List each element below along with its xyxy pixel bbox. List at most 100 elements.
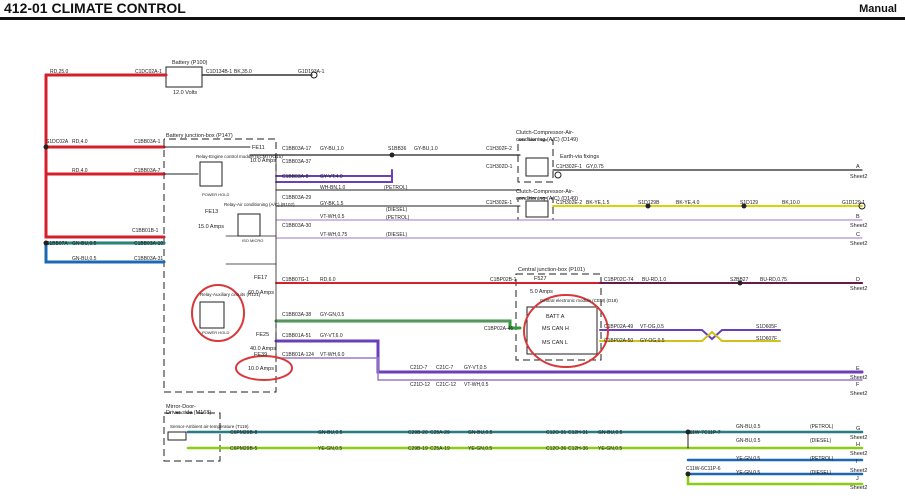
highlight-fe39 <box>235 355 293 381</box>
bjb-internal-feed <box>163 146 251 175</box>
ground-clutch-earth <box>554 171 562 179</box>
wire-label-bk35: BK,35.0 <box>234 69 252 75</box>
wire-label-yegn05e: YE-GN,0.5 <box>736 470 760 476</box>
label-relay-engine: Relay-Engine control module (ECM) (R115) <box>196 154 283 159</box>
conn-s1d605f: S1D605F <box>756 324 777 330</box>
label-ms-can-h: MS CAN H <box>542 326 569 332</box>
label-relay-aux: Relay-Auxiliary circuits (R121) <box>200 292 261 297</box>
ground-g1d129 <box>858 202 866 210</box>
conn-c6pm29b8: C6PM29B-8 <box>230 430 257 436</box>
conn-c11p6: C11P-6 <box>704 466 721 472</box>
conn-c1bb03a1: C1BB03A-1 <box>134 139 161 145</box>
wire-gnbu-left <box>44 241 166 264</box>
wire-label-gyvt: GY-VT,4.0 <box>320 174 343 180</box>
clutch1-boundary <box>517 139 554 183</box>
conn-c21c7: C21C-7 <box>436 365 453 371</box>
wire-vtog <box>599 329 781 341</box>
wire-label-bkye15: BK-YE,1.5 <box>586 200 610 206</box>
conn-c1bb03a30: C1BB03A-30 <box>282 223 311 229</box>
wire-label-gyog: GY-OG,0.5 <box>640 338 665 344</box>
fuse-fe11-rating: 10.0 Amps <box>250 158 276 164</box>
conn-c12031: C12O-31 <box>546 430 567 436</box>
conn-c1d134b1: C1D134B-1 <box>206 69 232 75</box>
conn-s1d607f: S1D607F <box>756 336 777 342</box>
wire-label-whbn: WH-BN,1.0 <box>320 185 346 191</box>
ref-i-letter: I <box>856 459 858 465</box>
wire-label-bkye4: BK-YE,4.0 <box>676 200 700 206</box>
wire-label-rd4b: RD,4.0 <box>72 168 88 174</box>
bjb-internal-wires <box>225 154 277 363</box>
conn-c6pm29b5: C6PM29B-5 <box>230 446 257 452</box>
fuse-fe25-id: FE25 <box>256 332 269 338</box>
conn-g1d1291: G1D129-1 <box>842 200 865 206</box>
splice-s2bb27 <box>737 280 743 286</box>
wire-label-gnbu05b: GN-BU,0.5 <box>72 256 97 262</box>
label-clutch2-line1: Clutch-Compressor-Air- <box>516 189 574 195</box>
label-clutch1-line2: conditioning (A/C) (D149) <box>516 137 578 143</box>
relay-engine-box <box>199 161 223 187</box>
label-ms-can-l: MS CAN L <box>542 340 568 346</box>
label-petrol-3: (PETROL) <box>810 424 834 430</box>
relay-aux-box <box>199 301 225 329</box>
ref-e-sheet: Sheet2 <box>850 375 867 381</box>
label-diesel-4: (DIESEL) <box>810 470 831 476</box>
wire-label-yegn05d: YE-GN,0.5 <box>736 456 760 462</box>
label-mirror-line2: Driver side (M168) <box>166 410 211 416</box>
splice-c11w6 <box>685 471 691 477</box>
label-petrol-2: (PETROL) <box>386 215 410 221</box>
wire-label-vtwh05b: VT-WH,0.5 <box>464 382 489 388</box>
conn-c1bb03a37: C1BB03A-37 <box>282 159 311 165</box>
splice-s1d129 <box>741 203 747 209</box>
label-relay-engine-state: POWER HOLD <box>202 192 229 197</box>
ref-b-sheet: Sheet2 <box>850 223 867 229</box>
conn-c1bp02a50: C1BP02A-50 <box>604 338 633 344</box>
sensor-box <box>167 431 187 441</box>
wire-label-rd25: RD,25.0 <box>50 69 69 75</box>
label-batt-a: BATT A <box>546 314 565 320</box>
wire-label-rd4a: RD,4.0 <box>72 139 88 145</box>
ref-h-sheet: Sheet2 <box>850 451 867 457</box>
label-diesel-3: (DIESEL) <box>810 438 831 444</box>
label-sensor: Sensor-Ambient air-temperature (T119) <box>170 424 249 429</box>
conn-c1h302f2: C1H302F-2 <box>486 146 512 152</box>
ref-f-letter: F <box>856 382 860 388</box>
ref-g-sheet: Sheet2 <box>850 435 867 441</box>
conn-c11p7: C11P-7 <box>704 430 721 436</box>
clutch2-coil <box>525 200 549 218</box>
conn-c1bb03a17: C1BB03A-17 <box>282 146 311 152</box>
relay-ac-box <box>237 213 261 237</box>
clutch2-boundary <box>517 197 554 221</box>
ref-c-sheet: Sheet2 <box>850 241 867 247</box>
ref-g-letter: G <box>856 426 860 432</box>
splice-c11w7 <box>685 429 691 435</box>
label-cjb: Central junction-box (P101) <box>518 267 585 273</box>
conn-c1bp02c74: C1BP02C-74 <box>604 277 634 283</box>
fuse-fe25-rating: 40.0 Amps <box>250 346 276 352</box>
fuse-fe13-rating: 15.0 Amps <box>198 224 224 230</box>
splice-s1bb07a <box>43 240 49 246</box>
label-bjb: Battery junction-box (P147) <box>166 133 233 139</box>
conn-c1dc02a1: C1DC02A-1 <box>135 69 162 75</box>
ref-d-sheet: Sheet2 <box>850 286 867 292</box>
wire-label-gnbu05a: GN-BU,0.5 <box>72 241 97 247</box>
wire-gyvt6 <box>274 339 864 374</box>
label-battery-voltage: 12.0 Volts <box>173 90 197 96</box>
conn-c1bb03a38: C1BB03A-38 <box>282 312 311 318</box>
conn-c12h36: C12H-36 <box>568 446 588 452</box>
label-clutch2-line2: conditioning (A/C) (D149) <box>516 196 578 202</box>
clutch1-coil <box>525 157 549 177</box>
conn-c1bb03a29: C1BB03A-29 <box>282 195 311 201</box>
wire-label-gybk: GY-BK,1.5 <box>320 201 344 207</box>
wire-label-burd075: BU-RD,0.75 <box>760 277 787 283</box>
ref-a-letter: A <box>856 164 860 170</box>
wire-label-vtwh05: VT-WH,0.5 <box>320 214 345 220</box>
wire-label-gyvt6: GY-VT,6.0 <box>320 333 343 339</box>
conn-c1bb07g1: C1BB07G-1 <box>282 277 309 283</box>
conn-c21c12: C21C-12 <box>436 382 456 388</box>
wire-label-yegn05b: YE-GN,0.5 <box>468 446 492 452</box>
conn-c21d12: C21D-12 <box>410 382 430 388</box>
label-clutch1-earth: Earth-via fixings <box>560 154 599 160</box>
wire-label-gyvt05: GY-VT,0.5 <box>464 365 487 371</box>
wire-label-gybu1: GY-BU,1.0 <box>320 146 344 152</box>
label-diesel-1: (DIESEL) <box>386 207 407 213</box>
